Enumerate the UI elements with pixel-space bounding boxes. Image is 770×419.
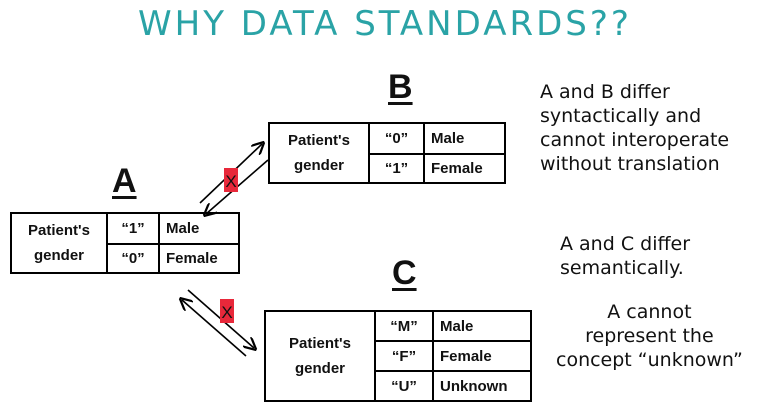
table-row: “1” Male (108, 214, 238, 243)
table-c-value: Male (440, 317, 474, 335)
note-line: A cannot (607, 301, 692, 323)
table-c-divider (376, 340, 530, 342)
arrow-c-to-a (182, 300, 247, 357)
blocked-marker-a-b: X (224, 168, 238, 192)
table-row: “U” Unknown (376, 372, 530, 400)
note-line: cannot interoperate (540, 129, 730, 151)
table-a-label: Patient's gender (12, 214, 108, 272)
note-line: syntactically and (540, 105, 702, 127)
table-a-value: Male (166, 220, 200, 237)
table-b-divider (370, 153, 504, 155)
note-line: without translation (540, 153, 720, 175)
table-a-value: Female (166, 250, 218, 267)
table-a: Patient's gender “1” Male “0” Female (10, 212, 240, 274)
table-c-code: “M” (376, 312, 434, 340)
table-b: Patient's gender “0” Male “1” Female (268, 122, 506, 184)
table-a-code: “1” (108, 214, 160, 243)
table-b-code: “1” (370, 155, 425, 182)
table-b-letter: B (388, 68, 413, 106)
note-line: A and C differ (560, 233, 691, 255)
note-syntactic: A and B differ syntactically and cannot … (540, 80, 729, 176)
table-a-label-line1: Patient's (28, 221, 90, 239)
table-row: “M” Male (376, 312, 530, 340)
table-c-label: Patient's gender (266, 312, 376, 400)
table-b-label-line2: gender (293, 157, 344, 174)
table-a-divider (108, 243, 238, 245)
table-c-value: Female (440, 347, 492, 365)
note-line: A and B differ (540, 81, 670, 103)
table-a-letter: A (112, 162, 137, 200)
table-b-label: Patient's gender (270, 124, 370, 182)
table-row: “0” Female (108, 245, 238, 272)
table-c-code: “U” (376, 372, 434, 400)
page-title: WHY DATA STANDARDS?? (138, 4, 632, 44)
note-line: semantically. (560, 257, 684, 279)
table-a-code: “0” (108, 245, 160, 272)
table-c-value: Unknown (440, 377, 508, 395)
table-c-code: “F” (376, 342, 434, 370)
blocked-marker-box (224, 168, 238, 192)
table-b-code: “0” (370, 124, 425, 153)
table-a-label-line2: gender (33, 247, 84, 264)
table-c-label-line1: Patient's (289, 334, 351, 352)
table-c-label-line2: gender (294, 360, 345, 377)
table-c: Patient's gender “M” Male “F” Female “U”… (264, 310, 532, 402)
note-semantic: A and C differ semantically. (560, 232, 690, 280)
table-c-divider (376, 370, 530, 372)
note-unknown: A cannot represent the concept “unknown” (556, 300, 743, 372)
note-line: represent the (585, 325, 714, 347)
blocked-marker-box (220, 299, 234, 323)
table-b-value: Male (431, 130, 465, 147)
table-b-value: Female (431, 160, 483, 177)
table-row: “0” Male (370, 124, 504, 153)
table-b-label-line1: Patient's (288, 131, 350, 149)
table-row: “1” Female (370, 155, 504, 182)
blocked-marker-text: X (221, 303, 232, 322)
table-c-letter: C (392, 254, 417, 292)
blocked-marker-text: X (225, 172, 236, 191)
blocked-marker-a-c: X (220, 299, 234, 323)
table-row: “F” Female (376, 342, 530, 370)
note-line: concept “unknown” (556, 349, 743, 371)
